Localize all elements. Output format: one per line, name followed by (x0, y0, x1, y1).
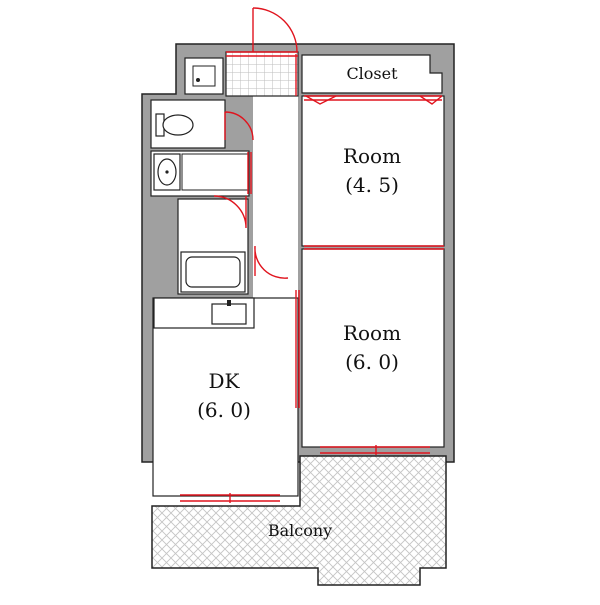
balcony (151, 455, 447, 586)
dk-area (152, 297, 299, 497)
room-window (320, 445, 430, 455)
bathtub-icon (180, 251, 246, 293)
kitchen-counter (153, 297, 255, 329)
wash-basin-icon (153, 153, 249, 191)
labels: Closet Room (4. 5) Room (6. 0) DK (6. 0)… (197, 64, 401, 540)
dk-label: DK (209, 369, 241, 393)
room-4-5-label: Room (343, 144, 401, 168)
room-6-0-size: (6. 0) (345, 350, 399, 374)
entrance-door (252, 7, 298, 53)
room-4-5-size: (4. 5) (345, 173, 399, 197)
dk-window (180, 493, 280, 503)
room-6-0-area (301, 248, 445, 448)
room-6-0-label: Room (343, 321, 401, 345)
fixtures (153, 113, 255, 329)
drain-icon (196, 78, 200, 82)
closet-area (301, 54, 443, 94)
balcony-label: Balcony (268, 521, 332, 540)
kitchen-sink-icon (211, 303, 247, 325)
washroom-door (247, 152, 252, 194)
dk-size: (6. 0) (197, 398, 251, 422)
openings (180, 7, 444, 503)
bath-door (213, 195, 247, 229)
toilet-door (224, 111, 254, 141)
toilet-icon (155, 113, 194, 137)
room-6-0-sliding-door (295, 290, 300, 408)
closet-label: Closet (346, 64, 398, 83)
entry-tile-area (225, 51, 299, 97)
hall-door (254, 245, 289, 279)
room-4-5-area (301, 95, 445, 247)
room-divider-door (304, 245, 444, 250)
